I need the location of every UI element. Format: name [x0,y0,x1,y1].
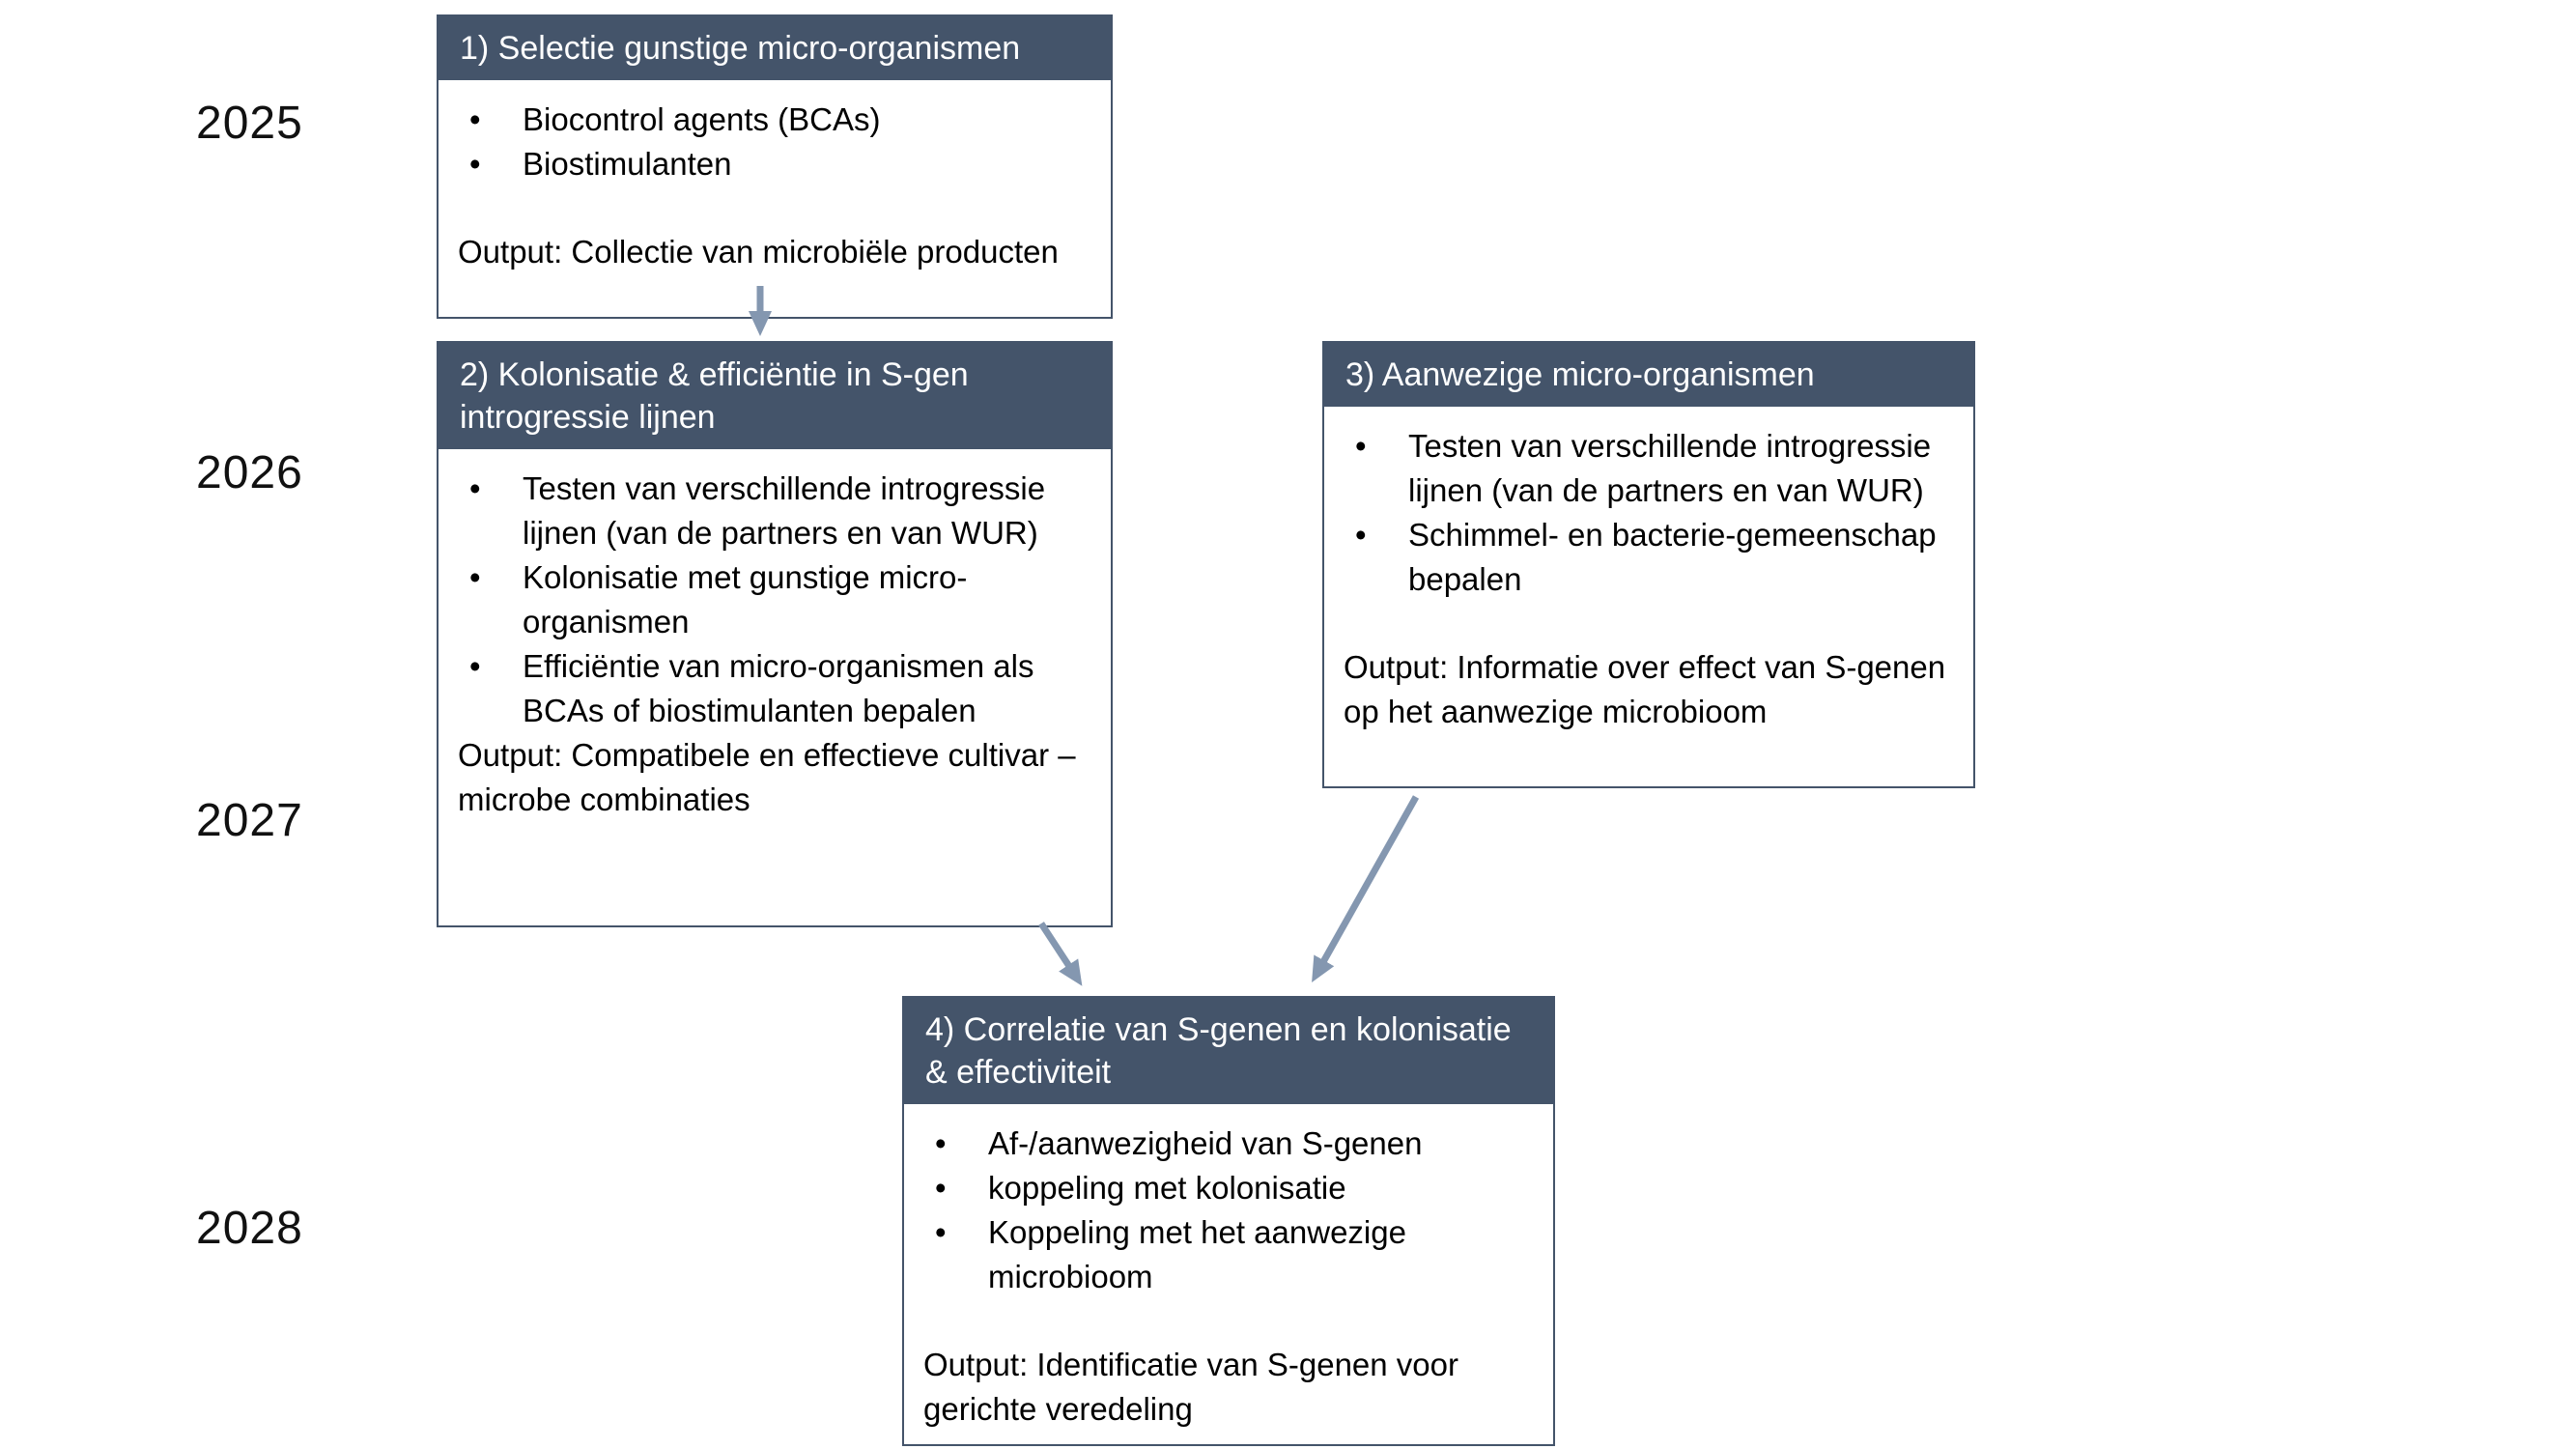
box-1-body: Biocontrol agents (BCAs) Biostimulanten … [439,80,1111,292]
box-1-header: 1) Selectie gunstige micro-organismen [439,16,1111,80]
box-3-header: 3) Aanwezige micro-organismen [1324,343,1973,407]
box-2-body: Testen van verschillende introgressie li… [439,449,1111,839]
box-kolonisatie-efficientie: 2) Kolonisatie & efficiëntie in S-gen in… [437,341,1113,927]
bullet-item: Testen van verschillende introgressie li… [1344,424,1954,513]
box-2-title: 2) Kolonisatie & efficiëntie in S-gen in… [460,356,969,436]
arrow-box2-to-box4 [1038,922,1083,986]
timeline-year-2025: 2025 [196,98,303,149]
box-3-body: Testen van verschillende introgressie li… [1324,407,1973,752]
timeline-year-2027: 2027 [196,795,303,846]
timeline-year-2028: 2028 [196,1203,303,1254]
bullet-item: Kolonisatie met gunstige micro-organisme… [458,555,1091,644]
box-selectie-gunstige-micro-organismen: 1) Selectie gunstige micro-organismen Bi… [437,14,1113,319]
box-3-title: 3) Aanwezige micro-organismen [1345,356,1815,393]
box-1-title: 1) Selectie gunstige micro-organismen [460,30,1021,67]
box-3-output: Output: Informatie over effect van S-gen… [1344,649,1946,729]
box-1-bullet-list: Biocontrol agents (BCAs) Biostimulanten [458,98,1091,186]
arrow-box3-to-box4 [1312,795,1420,982]
box-4-title: 4) Correlatie van S-genen en kolonisatie… [925,1011,1512,1091]
bullet-item: koppeling met kolonisatie [923,1166,1534,1210]
box-4-header: 4) Correlatie van S-genen en kolonisatie… [904,998,1553,1104]
box-2-bullet-list: Testen van verschillende introgressie li… [458,467,1091,733]
box-2-output: Output: Compatibele en effectieve cultiv… [458,737,1076,817]
box-aanwezige-micro-organismen: 3) Aanwezige micro-organismen Testen van… [1322,341,1975,788]
bullet-item: Biostimulanten [458,142,1091,186]
bullet-item: Schimmel- en bacterie-gemeenschap bepale… [1344,513,1954,602]
timeline-year-2026: 2026 [196,447,303,498]
bullet-item: Koppeling met het aanwezige microbioom [923,1210,1534,1299]
box-4-bullet-list: Af-/aanwezigheid van S-genen koppeling m… [923,1122,1534,1299]
box-2-header: 2) Kolonisatie & efficiëntie in S-gen in… [439,343,1111,449]
box-4-body: Af-/aanwezigheid van S-genen koppeling m… [904,1104,1553,1449]
bullet-item: Af-/aanwezigheid van S-genen [923,1122,1534,1166]
bullet-item: Biocontrol agents (BCAs) [458,98,1091,142]
box-3-bullet-list: Testen van verschillende introgressie li… [1344,424,1954,602]
box-correlatie-s-genen: 4) Correlatie van S-genen en kolonisatie… [902,996,1555,1446]
box-1-output: Output: Collectie van microbiële product… [458,234,1059,270]
bullet-item: Testen van verschillende introgressie li… [458,467,1091,555]
bullet-item: Efficiëntie van micro-organismen als BCA… [458,644,1091,733]
box-4-output: Output: Identificatie van S-genen voor g… [923,1347,1459,1427]
